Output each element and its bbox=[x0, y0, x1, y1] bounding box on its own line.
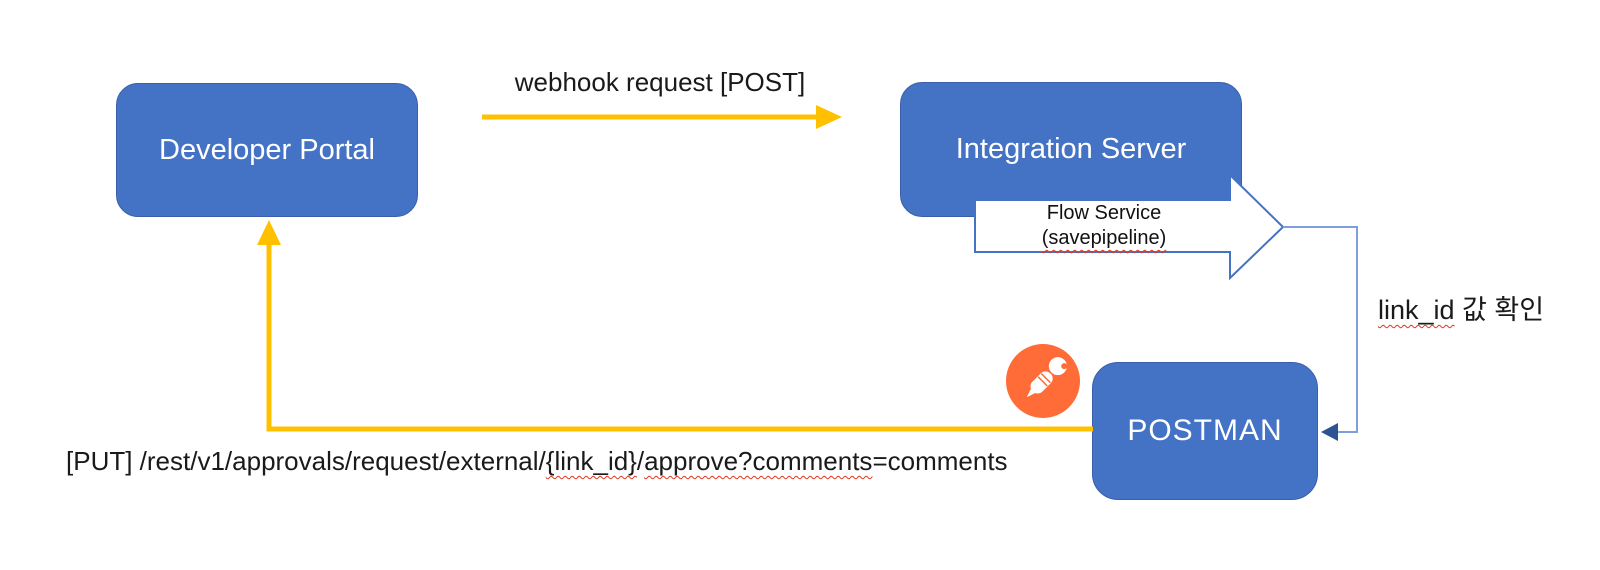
node-developer-portal-label: Developer Portal bbox=[159, 133, 375, 166]
node-postman: POSTMAN bbox=[1092, 362, 1318, 500]
put-url-slash: / bbox=[636, 446, 645, 476]
node-integration-server: Integration Server bbox=[900, 82, 1242, 217]
node-integration-server-label: Integration Server bbox=[955, 133, 1187, 165]
put-url-approve: approve?comments bbox=[644, 446, 873, 476]
link-id-check-label: link_id 값 확인 bbox=[1378, 288, 1544, 327]
node-developer-portal: Developer Portal bbox=[116, 83, 418, 217]
put-url-prefix: [PUT] /rest/v1/approvals/request/externa… bbox=[66, 446, 546, 476]
put-url-suffix: =comments bbox=[872, 446, 1008, 476]
link-id-check-korean: 값 확인 bbox=[1454, 295, 1545, 325]
webhook-arrow bbox=[482, 105, 842, 129]
flow-service-label: Flow Service (savepipeline) bbox=[978, 201, 1230, 251]
webhook-request-label: webhook request [POST] bbox=[514, 67, 806, 97]
put-return-arrow bbox=[257, 220, 1093, 432]
flow-service-line1: Flow Service bbox=[1046, 202, 1162, 224]
put-url-link-id: {link_id} bbox=[545, 446, 637, 476]
node-postman-label: POSTMAN bbox=[1127, 414, 1283, 447]
flow-service-line2: (savepipeline) bbox=[1041, 227, 1167, 249]
postman-logo-icon bbox=[1006, 344, 1080, 418]
put-request-label: [PUT] /rest/v1/approvals/request/externa… bbox=[66, 446, 1008, 477]
link-id-check-term: link_id bbox=[1378, 295, 1455, 325]
